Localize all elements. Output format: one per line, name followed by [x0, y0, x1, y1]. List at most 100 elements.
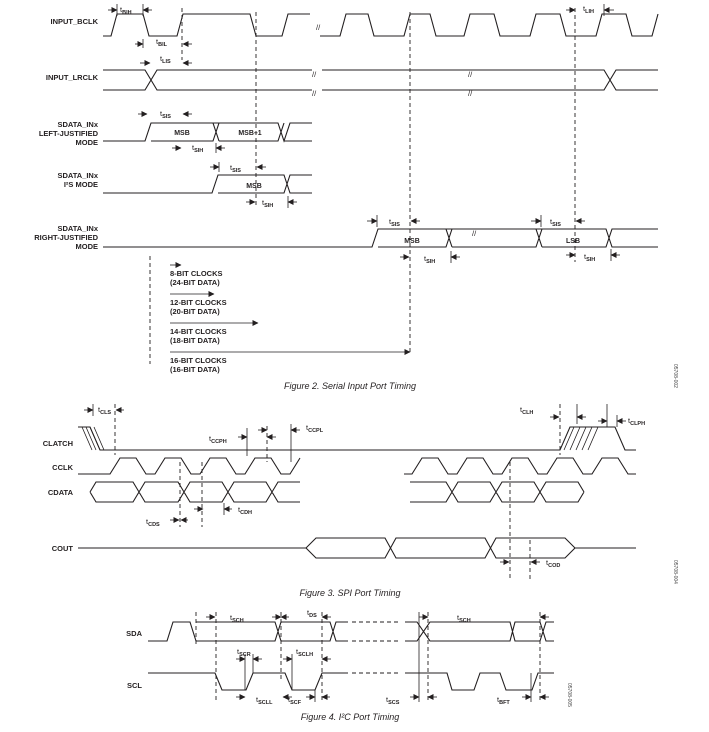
tcls-annotation: tCLS [84, 404, 124, 416]
svg-text:tSIH: tSIH [424, 254, 435, 265]
tscf-annotation: tSCF [288, 690, 330, 706]
sdata-lj-label-3: MODE [76, 138, 99, 147]
rj-lsb: LSB [566, 238, 580, 245]
svg-text:tBFT: tBFT [497, 695, 510, 706]
scl-label: SCL [127, 681, 142, 690]
svg-text:tSIS: tSIS [230, 163, 241, 174]
clatch-label: CLATCH [43, 439, 73, 448]
svg-text:tCLH: tCLH [520, 405, 533, 416]
clock-count-8: 8-BIT CLOCKS (24-BIT DATA) [170, 262, 223, 287]
cdata-label: CDATA [48, 488, 74, 497]
rj-msb: MSB [404, 238, 420, 245]
tccph-annotation: tCCPH [209, 428, 276, 456]
svg-text:tSCF: tSCF [288, 695, 302, 706]
clock-count-16-b: (16-BIT DATA) [170, 365, 220, 374]
tsclh-annotation: tSCLH [283, 647, 331, 690]
sdata-i2s-label-2: I²S MODE [64, 180, 98, 189]
clatch-hatch-left [81, 426, 105, 451]
bclk-break: // [316, 23, 321, 32]
sdata-rj-label-1: SDATA_INx [57, 224, 98, 233]
input-lrclk-label: INPUT_LRCLK [46, 73, 99, 82]
sdata-i2s-label-1: SDATA_INx [57, 171, 98, 180]
clock-count-14: 14-BIT CLOCKS (18-BIT DATA) [170, 320, 259, 345]
figure-2-serial-input-timing: INPUT_BCLK INPUT_LRCLK SDATA_INx LEFT-JU… [34, 4, 678, 391]
svg-text:tCLPH: tCLPH [628, 416, 645, 427]
lrclk-break-2: // [312, 89, 317, 98]
svg-text:tCCPH: tCCPH [209, 434, 227, 445]
lj-msb-minus-1: MSB–1 [238, 130, 261, 137]
clock-count-12-a: 12-BIT CLOCKS [170, 298, 227, 307]
sda-waveform [148, 621, 554, 642]
clock-count-8-a: 8-BIT CLOCKS [170, 269, 223, 278]
tbft-annotation: tBFT [497, 673, 549, 706]
clock-count-12-b: (20-BIT DATA) [170, 307, 220, 316]
svg-text:tCLS: tCLS [98, 405, 111, 416]
tsih-lj-annotation: tSIH [172, 143, 225, 154]
tscll-annotation: tSCLL [236, 694, 292, 706]
svg-text:tSIS: tSIS [550, 217, 561, 228]
tcds-annotation: tCDS [146, 517, 188, 528]
svg-text:tCOD: tCOD [546, 558, 560, 569]
tbih-annotation: tBIH [108, 4, 152, 16]
bclk-waveform [103, 13, 659, 37]
svg-text:tSIH: tSIH [192, 143, 203, 154]
figure-3-code: 05708-004 [672, 560, 678, 584]
cout-waveform [78, 537, 636, 559]
tlis-annotation: tLIS [140, 54, 192, 66]
tds-annotation: tDS [272, 608, 331, 620]
clock-count-16: 16-BIT CLOCKS (16-BIT DATA) [170, 349, 411, 374]
i2s-msb: MSB [246, 183, 262, 190]
tscr-annotation: tSCR [236, 647, 262, 690]
svg-text:tBIH: tBIH [120, 5, 132, 16]
rj-break: // [472, 229, 477, 238]
lrclk-break-1: // [312, 70, 317, 79]
lrclk-break-3: // [468, 70, 473, 79]
tsch-1-annotation: tSCH [206, 613, 289, 624]
cdata-waveform [89, 481, 585, 503]
scl-waveform [148, 672, 554, 691]
figure-4-caption: Figure 4. I²C Port Timing [301, 712, 399, 722]
svg-text:tSCLH: tSCLH [296, 647, 313, 658]
figure-3-caption: Figure 3. SPI Port Timing [300, 588, 401, 598]
svg-text:tSCS: tSCS [386, 695, 400, 706]
svg-text:tSIH: tSIH [584, 252, 595, 263]
svg-text:tCDH: tCDH [238, 505, 252, 516]
figure-4-code: 05708-005 [566, 683, 572, 707]
lrclk-break-4: // [468, 89, 473, 98]
sda-gap [352, 621, 398, 642]
svg-text:tCCPL: tCCPL [306, 423, 324, 434]
sdata-lj-label-2: LEFT-JUSTIFIED [39, 129, 99, 138]
tsis-rj-msb-annotation: tSIS [367, 215, 420, 228]
lj-msb: MSB [174, 130, 190, 137]
tsis-rj-lsb-annotation: tSIS [531, 215, 585, 228]
figure-4-i2c-timing: SDA SCL tSCH tDS tSCH [126, 608, 572, 722]
svg-text:tCDS: tCDS [146, 517, 160, 528]
svg-text:tSIS: tSIS [389, 217, 400, 228]
svg-text:tLIH: tLIH [583, 4, 594, 15]
cclk-label: CCLK [52, 463, 73, 472]
svg-text:tSIS: tSIS [160, 109, 171, 120]
sdata-rj-label-3: MODE [76, 242, 99, 251]
clatch-hatch-right [563, 426, 599, 451]
tcod-annotation: tCOD [500, 558, 560, 569]
tlih-annotation: tLIH [566, 4, 614, 16]
lrclk-waveform [103, 69, 658, 91]
tscs-annotation: tSCS [386, 612, 437, 706]
tcdh-annotation: tCDH [194, 503, 252, 516]
sdata-rj-label-2: RIGHT-JUSTIFIED [34, 233, 98, 242]
figure-2-caption: Figure 2. Serial Input Port Timing [284, 381, 416, 391]
clatch-waveform [78, 426, 636, 451]
tsih-i2s-annotation: tSIH [246, 196, 297, 209]
clock-count-8-b: (24-BIT DATA) [170, 278, 220, 287]
clock-count-14-b: (18-BIT DATA) [170, 336, 220, 345]
svg-text:tSCH: tSCH [230, 613, 244, 624]
tsis-lj-annotation: tSIS [138, 109, 192, 120]
rj-waveform [103, 228, 658, 248]
svg-text:tSCR: tSCR [237, 647, 251, 658]
lj-waveform [103, 122, 312, 143]
tsch-2-annotation: tSCH [419, 613, 549, 624]
svg-text:tLIS: tLIS [160, 54, 171, 65]
sda-label: SDA [126, 629, 142, 638]
tsih-rj-lsb-annotation: tSIH [566, 249, 620, 263]
